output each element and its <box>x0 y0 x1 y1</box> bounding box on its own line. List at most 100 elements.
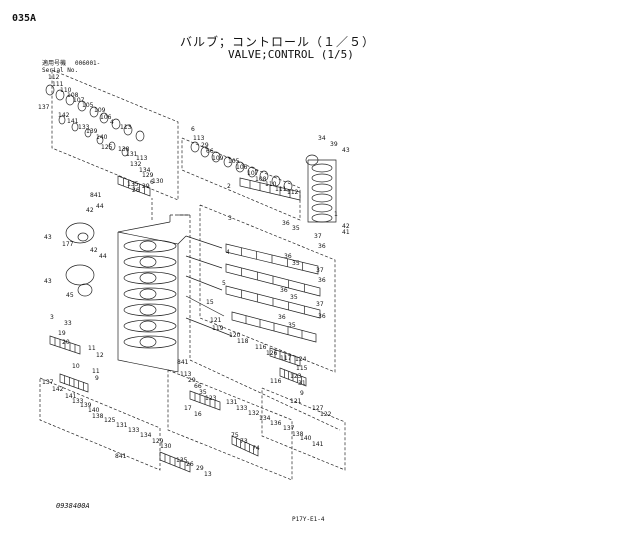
seal-ring <box>271 175 281 187</box>
valve-block-bore <box>139 240 157 252</box>
serial-label-japanese: 適用号機 <box>42 60 67 67</box>
callout-122: 122 <box>320 411 332 418</box>
group-frame <box>167 369 293 481</box>
callout-36: 36 <box>280 287 288 294</box>
callout-6: 6 <box>191 126 195 133</box>
callout-108: 108 <box>67 92 79 99</box>
serial-number-value: 006001- <box>75 60 101 67</box>
callout-111: 111 <box>52 81 64 88</box>
group-frame <box>51 69 179 201</box>
small-part <box>84 128 92 138</box>
callout-109: 109 <box>94 107 106 114</box>
o-ring <box>305 154 319 166</box>
callout-11: 11 <box>92 368 100 375</box>
valve-block-section <box>123 271 177 285</box>
callout-130: 130 <box>160 443 172 450</box>
valve-block-bore <box>139 272 157 284</box>
callout-37: 37 <box>316 301 324 308</box>
callout-29: 29 <box>201 142 209 149</box>
callout-123: 123 <box>290 373 302 380</box>
seal-ring <box>89 106 99 118</box>
seal-ring <box>77 100 87 112</box>
callout-138: 138 <box>92 413 104 420</box>
group-frame <box>181 137 301 221</box>
callout-113: 113 <box>120 124 132 131</box>
seal-ring <box>190 141 200 153</box>
callout-142: 142 <box>52 386 64 393</box>
seal-ring <box>135 130 145 142</box>
callout-39: 39 <box>330 141 338 148</box>
callout-9: 9 <box>300 390 304 397</box>
callout-20: 20 <box>62 339 70 346</box>
callout-140: 140 <box>300 435 312 442</box>
callout-120: 120 <box>229 332 241 339</box>
callout-131: 131 <box>126 151 138 158</box>
callout-113: 113 <box>193 135 205 142</box>
callout-73: 73 <box>240 438 248 445</box>
callout-126: 126 <box>266 350 278 357</box>
seal-ring <box>283 180 293 192</box>
small-part <box>71 122 79 132</box>
callout-36: 36 <box>318 243 326 250</box>
callout-117: 117 <box>280 355 292 362</box>
callout-109: 109 <box>212 155 224 162</box>
callout-123: 123 <box>205 395 217 402</box>
callout-106: 106 <box>236 164 248 171</box>
callout-133: 133 <box>236 405 248 412</box>
callout-2: 2 <box>227 183 231 190</box>
callout-11: 11 <box>88 345 96 352</box>
callout-75: 75 <box>231 432 239 439</box>
leader-line <box>185 317 233 337</box>
o-ring <box>77 283 93 297</box>
callout-35: 35 <box>292 225 300 232</box>
callout-135: 135 <box>176 457 188 464</box>
callout-35: 35 <box>288 322 296 329</box>
callout-177: 177 <box>62 241 74 248</box>
callout-112: 112 <box>287 189 299 196</box>
seal-ring <box>247 166 257 178</box>
callout-42: 42 <box>86 207 94 214</box>
seal-ring <box>55 89 65 101</box>
callout-137: 137 <box>42 379 54 386</box>
callout-106: 106 <box>100 114 112 121</box>
cover-plate <box>65 264 95 286</box>
valve-block <box>117 231 179 373</box>
leader-line <box>185 295 225 317</box>
small-part <box>121 147 129 157</box>
o-ring <box>77 232 89 242</box>
callout-35: 35 <box>290 294 298 301</box>
callout-841: 841 <box>177 359 189 366</box>
callout-142: 142 <box>58 112 70 119</box>
callout-3: 3 <box>228 215 232 222</box>
callout-43: 43 <box>342 147 350 154</box>
stack-section <box>311 213 333 223</box>
valve-block-section <box>123 303 177 317</box>
callout-137: 137 <box>38 104 50 111</box>
callout-19: 19 <box>58 330 66 337</box>
callout-141: 141 <box>312 441 324 448</box>
callout-33: 33 <box>64 320 72 327</box>
callout-labels: 1121111101081071051091064113137142141133… <box>38 74 350 478</box>
callout-119: 119 <box>212 325 224 332</box>
relief-valve-stack <box>307 159 337 223</box>
callout-115: 115 <box>296 365 308 372</box>
callout-133: 133 <box>78 124 90 131</box>
callout-124: 124 <box>295 356 307 363</box>
callout-111: 111 <box>275 186 287 193</box>
callout-137: 137 <box>283 425 295 432</box>
diagram-title-japanese: バルブ；コントロール（１／５） <box>180 35 376 49</box>
stack-section <box>311 173 333 183</box>
parts-artwork <box>39 69 346 481</box>
callout-105: 105 <box>228 158 240 165</box>
valve-block-bore <box>139 320 157 332</box>
callout-29: 29 <box>188 377 196 384</box>
callout-133: 133 <box>128 427 140 434</box>
callout-17: 17 <box>184 405 192 412</box>
drawing-number: 0938400A <box>56 502 90 510</box>
callout-105: 105 <box>82 102 94 109</box>
callout-129: 129 <box>142 172 154 179</box>
valve-block-section <box>123 255 177 269</box>
callout-12: 12 <box>96 352 104 359</box>
callout-31: 31 <box>298 380 306 387</box>
callout-13: 13 <box>204 471 212 478</box>
